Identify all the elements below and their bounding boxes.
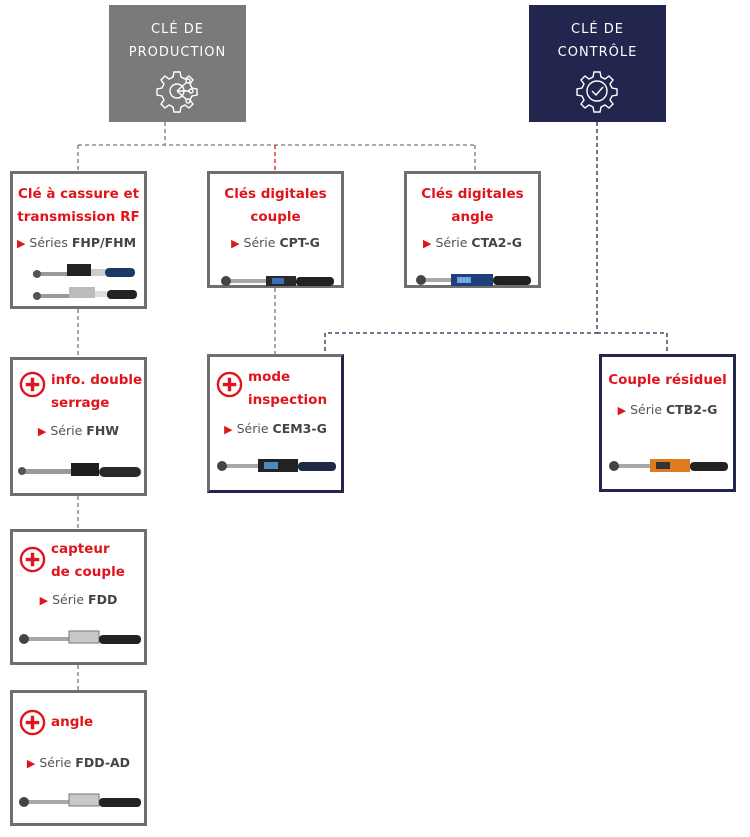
header-production: CLÉ DE PRODUCTION (109, 5, 246, 122)
wrench-image (19, 793, 141, 807)
box-capteur-series: ▶ Série FDD (13, 592, 144, 607)
box-double-serrage: info. double serrage ▶ Série FHW (10, 357, 147, 496)
plus-circle-icon (19, 371, 46, 398)
series-code: FDD-AD (75, 755, 131, 770)
series-prefix: Séries (29, 235, 68, 250)
arrow-icon: ▶ (423, 237, 432, 250)
box-angle-digital: Clés digitales angle ▶ Série CTA2-G (404, 171, 541, 288)
header-controle-line1: CLÉ DE (571, 22, 624, 37)
wrench-image (33, 264, 137, 300)
series-code: CPT-G (279, 235, 320, 250)
gear-check-icon (576, 71, 618, 113)
box-angle-digital-title2: angle (451, 209, 494, 225)
box-inspection: mode inspection ▶ Série CEM3-G (207, 354, 344, 493)
box-couple-series: ▶ Série CPT-G (210, 235, 341, 250)
header-production-line2: PRODUCTION (128, 45, 227, 60)
arrow-icon: ▶ (617, 404, 627, 417)
header-controle: CLÉ DE CONTRÔLE (529, 5, 666, 122)
box-cassure-title2: transmission RF (17, 209, 140, 225)
box-angle-digital-series: ▶ Série CTA2-G (407, 235, 538, 250)
box-inspection-title2: inspection (248, 392, 328, 408)
series-code: FHP/FHM (71, 235, 137, 250)
box-angle: angle ▶ Série FDD-AD (10, 690, 147, 826)
box-inspection-series: ▶ Série CEM3-G (210, 421, 341, 436)
series-code: CTA2-G (471, 235, 522, 250)
wrench-image (19, 630, 141, 644)
arrow-icon: ▶ (231, 237, 240, 250)
series-code: CEM3-G (272, 421, 327, 436)
arrow-icon: ▶ (26, 757, 36, 770)
header-controle-line2: CONTRÔLE (557, 45, 638, 60)
box-inspection-title1: mode (248, 369, 291, 385)
wrench-image (609, 459, 728, 472)
box-couple: Clés digitales couple ▶ Série CPT-G (207, 171, 344, 288)
wrench-image (416, 274, 531, 286)
series-prefix: Série (236, 421, 269, 436)
series-prefix: Série (435, 235, 468, 250)
series-prefix: Série (50, 423, 83, 438)
box-cassure-title1: Clé à cassure et (17, 186, 140, 202)
series-prefix: Série (630, 402, 663, 417)
arrow-icon: ▶ (224, 423, 233, 436)
plus-circle-icon (19, 546, 46, 573)
box-capteur-title1: capteur (51, 541, 110, 557)
box-residuel-title1: Couple résiduel (608, 372, 727, 388)
box-cassure-series: ▶ Séries FHP/FHM (9, 235, 144, 250)
box-angle-series: ▶ Série FDD-AD (13, 755, 144, 770)
box-double-title2: serrage (51, 395, 110, 411)
plus-circle-icon (19, 709, 46, 736)
box-capteur-title2: de couple (51, 564, 125, 580)
series-code: FHW (86, 423, 120, 438)
plus-circle-icon (216, 371, 243, 398)
arrow-icon: ▶ (39, 594, 49, 607)
arrow-icon: ▶ (16, 237, 26, 250)
wrench-image (217, 459, 336, 472)
box-cassure: Clé à cassure et transmission RF ▶ Série… (10, 171, 147, 309)
series-prefix: Série (52, 592, 85, 607)
box-angle-title1: angle (51, 714, 94, 730)
box-capteur: capteur de couple ▶ Série FDD (10, 529, 147, 665)
box-double-series: ▶ Série FHW (13, 423, 144, 438)
box-double-title1: info. double (51, 372, 143, 388)
box-couple-title2: couple (250, 209, 301, 225)
series-code: CTB2-G (666, 402, 718, 417)
header-production-line1: CLÉ DE (151, 22, 204, 37)
box-residuel-series: ▶ Série CTB2-G (602, 402, 733, 417)
box-residuel: Couple résiduel ▶ Série CTB2-G (599, 354, 736, 492)
arrow-icon: ▶ (37, 425, 47, 438)
wrench-image (18, 463, 141, 477)
gear-network-icon (156, 71, 198, 113)
box-couple-title1: Clés digitales (224, 186, 327, 202)
series-prefix: Série (243, 235, 276, 250)
series-prefix: Série (39, 755, 72, 770)
series-code: FDD (88, 592, 118, 607)
wrench-image (221, 276, 334, 286)
box-angle-digital-title1: Clés digitales (421, 186, 524, 202)
